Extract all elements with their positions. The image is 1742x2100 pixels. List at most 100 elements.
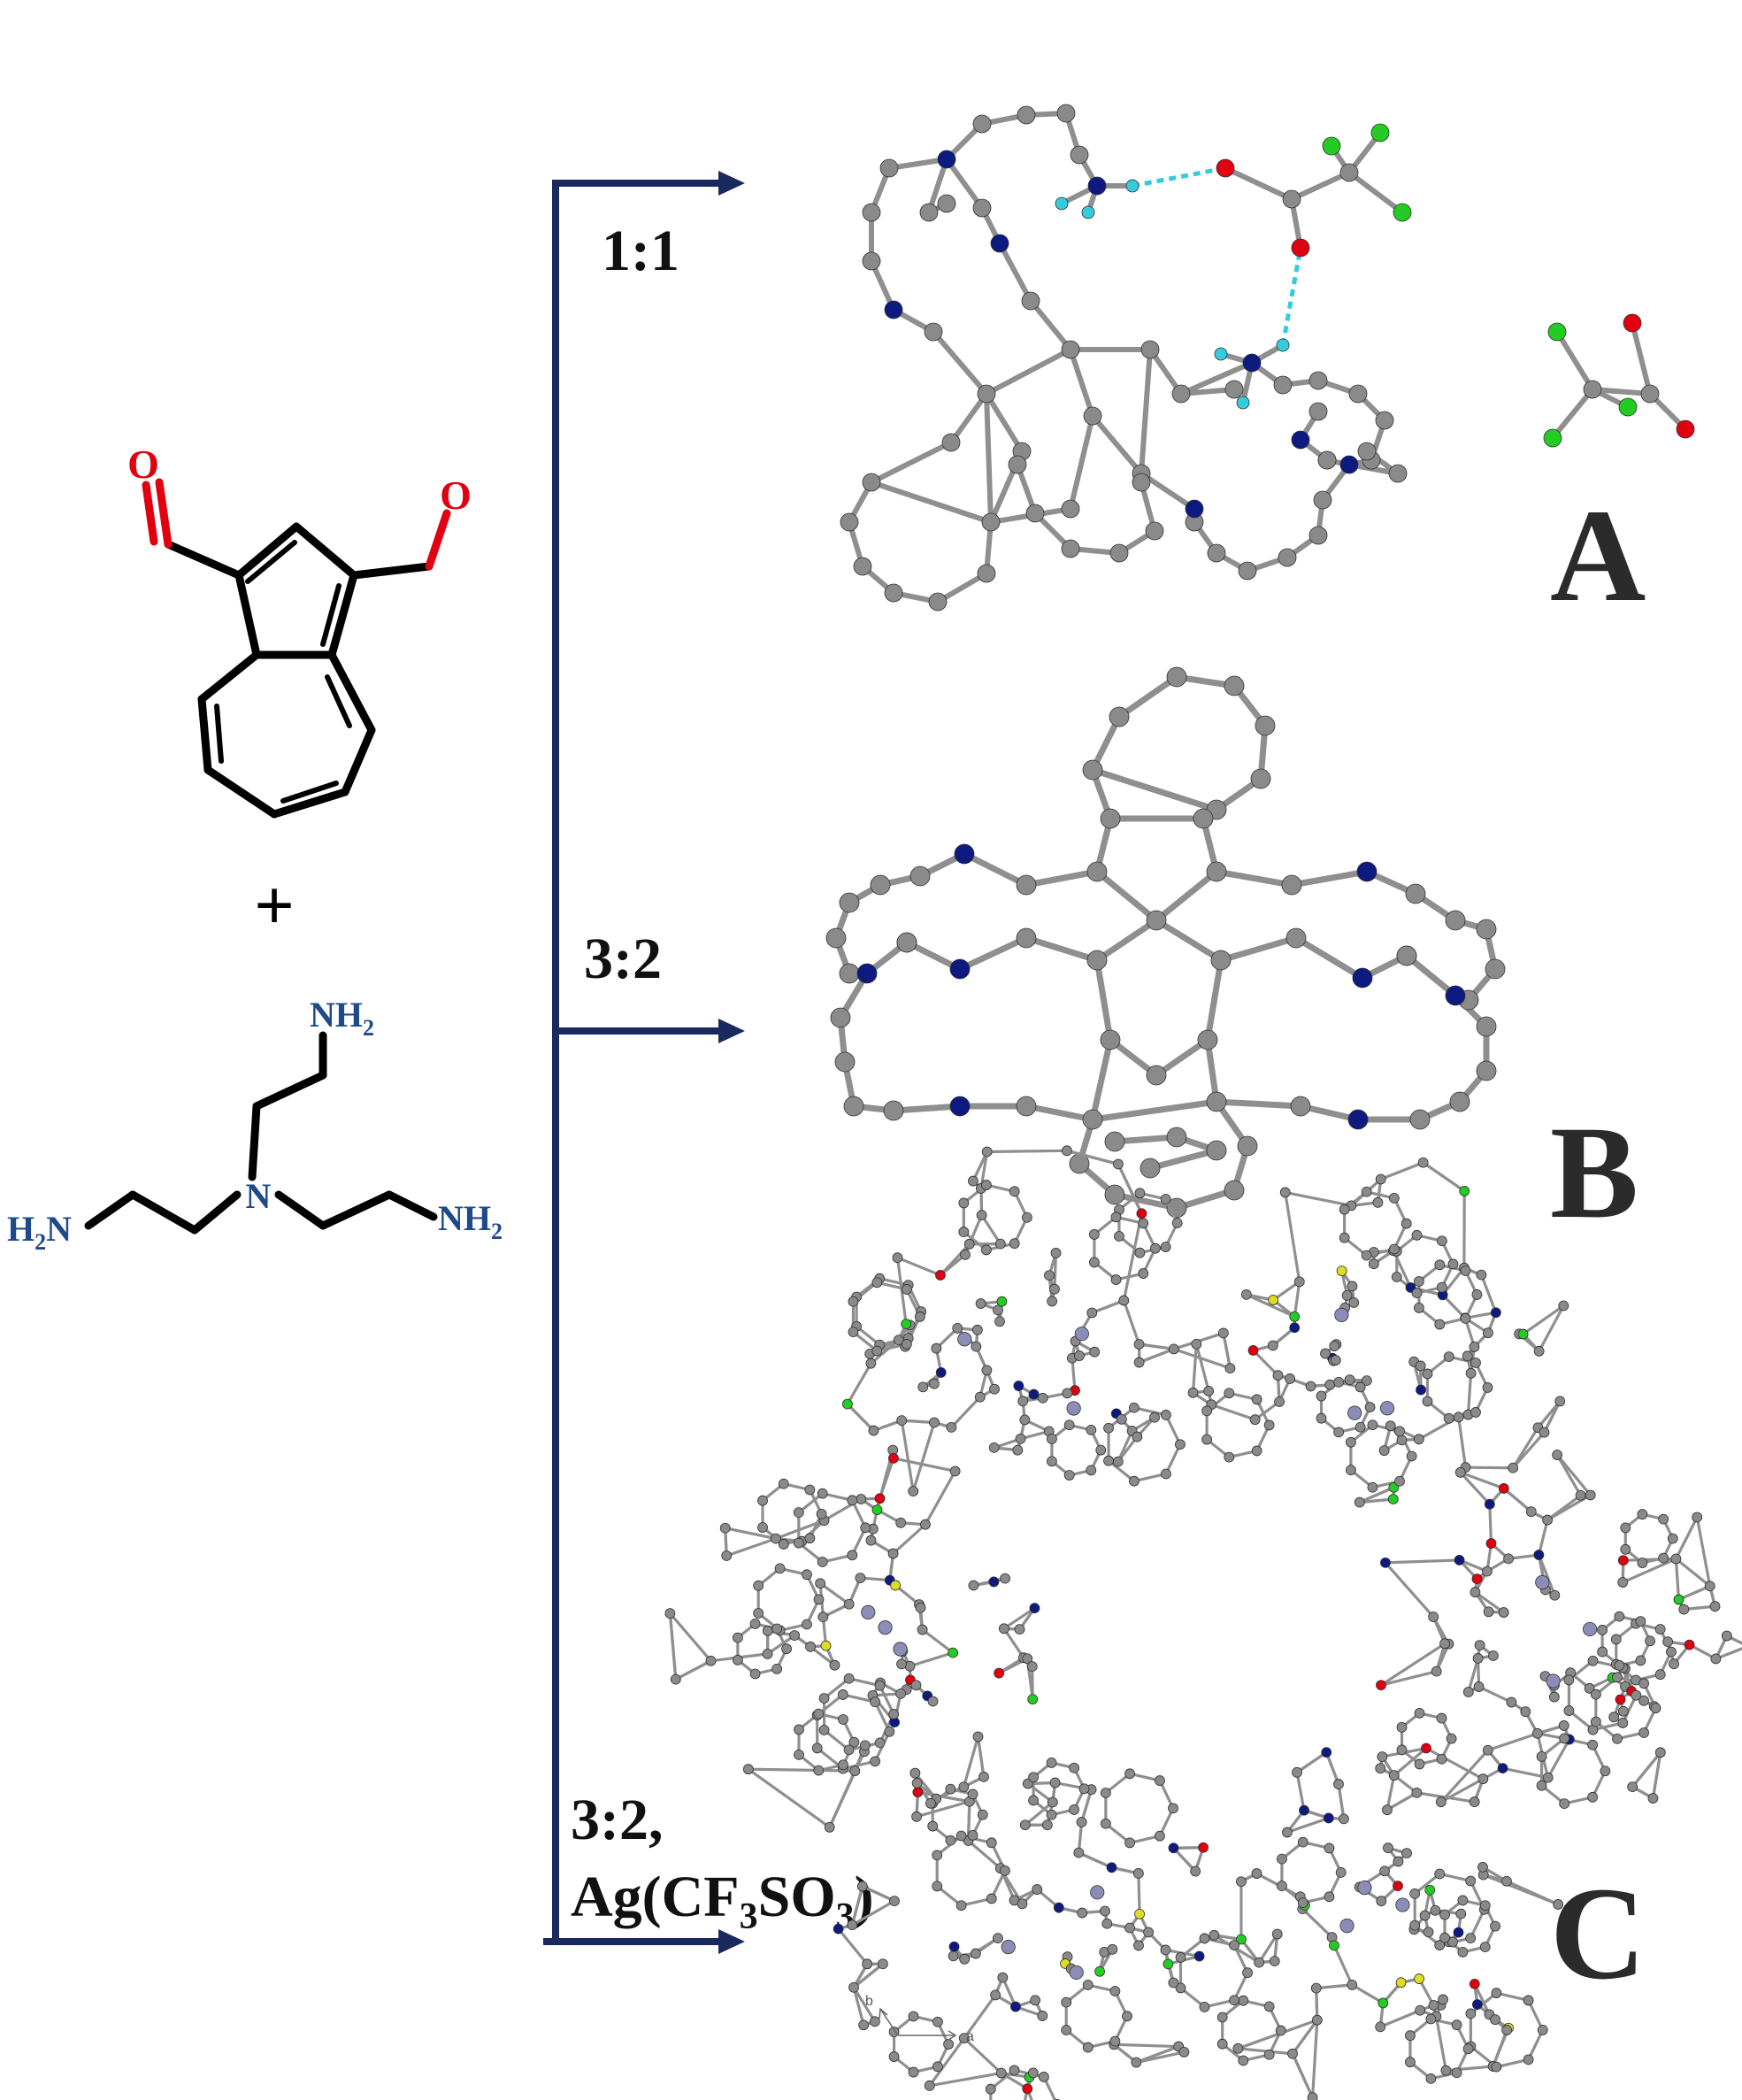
atom-n	[1053, 1902, 1064, 1913]
atom-c	[909, 1767, 921, 1779]
atom-o	[1247, 1345, 1259, 1356]
atom-c	[1617, 1705, 1629, 1717]
amine-central-n: N	[246, 1176, 272, 1216]
atom-c	[1050, 1248, 1062, 1258]
bond	[1288, 868, 1370, 888]
atom-c	[1333, 1779, 1344, 1789]
atom-c	[1019, 1819, 1031, 1831]
bond	[1421, 1161, 1466, 1193]
atom-c	[868, 1425, 879, 1436]
atom-c	[1100, 1029, 1121, 1050]
bond	[1486, 1732, 1539, 1752]
atom-c	[883, 1100, 904, 1121]
atom-c	[1434, 1259, 1446, 1271]
bond	[1546, 1494, 1583, 1522]
atom-c	[998, 1623, 1009, 1635]
atom-o	[1684, 1639, 1695, 1650]
atom-c	[1254, 1957, 1265, 1968]
atom-c	[1282, 189, 1301, 209]
atom-c	[1047, 1456, 1057, 1467]
bond	[931, 329, 989, 396]
atom-c	[1086, 1424, 1097, 1435]
atom-c	[1620, 1543, 1631, 1555]
atom-c	[855, 1573, 866, 1583]
atom-c	[946, 1421, 957, 1433]
atom-c	[1073, 1847, 1085, 1858]
atom-c	[1368, 1258, 1379, 1270]
atom-n	[1013, 1381, 1024, 1391]
atom-c	[793, 1537, 804, 1549]
atom-c	[1645, 1635, 1655, 1647]
bond	[956, 935, 1030, 973]
bond	[1138, 1347, 1176, 1365]
atom-c	[1710, 1653, 1722, 1665]
bond	[1385, 1773, 1396, 1812]
atom-c	[774, 1563, 786, 1574]
atom-c	[1485, 958, 1506, 980]
atom-c	[1009, 1186, 1020, 1197]
atom-c	[1095, 1444, 1107, 1456]
atom-c	[1523, 1995, 1534, 2006]
atom-c	[1168, 1977, 1179, 1988]
bond	[890, 1103, 963, 1114]
atom-c	[1240, 1288, 1252, 1300]
bond	[1403, 952, 1459, 999]
atom-c	[879, 158, 899, 178]
atom-c	[1017, 1396, 1029, 1407]
atom-c	[840, 512, 859, 532]
atom-c	[1082, 1980, 1094, 1990]
atom-c	[1082, 759, 1103, 781]
bond	[984, 347, 1073, 396]
atom-c	[1100, 808, 1121, 829]
atom-f	[1163, 1958, 1174, 1970]
bond	[1172, 1347, 1232, 1370]
atom-ag	[957, 1332, 972, 1347]
atom-c	[811, 1742, 823, 1754]
atom-c	[975, 1298, 986, 1309]
atom-c	[1016, 1096, 1037, 1117]
atom-c	[762, 1648, 773, 1659]
bond	[1153, 917, 1224, 964]
bond	[1204, 1036, 1220, 1105]
atom-c	[1415, 1360, 1426, 1372]
bond	[1293, 1280, 1301, 1319]
atom-c	[1465, 1933, 1477, 1943]
bond	[886, 157, 949, 171]
atom-c	[1583, 380, 1602, 399]
atom-c	[1238, 2055, 1249, 2066]
atom-c	[1388, 1770, 1400, 1781]
atom-c	[874, 1737, 886, 1749]
atom-c	[1453, 1412, 1464, 1423]
atom-c	[1443, 1412, 1454, 1424]
atom-c	[1124, 1837, 1135, 1849]
atom-c	[888, 1709, 900, 1719]
atom-c	[925, 1797, 936, 1809]
atom-s	[820, 1640, 832, 1651]
bond	[1137, 1872, 1141, 1916]
atom-c	[771, 1663, 783, 1674]
bond	[1139, 471, 1197, 512]
atom-c	[1446, 1733, 1457, 1744]
atom-c	[1411, 1787, 1423, 1798]
atom-c	[932, 1881, 943, 1892]
atom-o	[874, 1493, 886, 1504]
bond	[1289, 170, 1352, 202]
atom-c	[1041, 1819, 1053, 1831]
atom-n	[1193, 1950, 1205, 1962]
bond	[1714, 1647, 1742, 1661]
atom-c	[1346, 1465, 1356, 1476]
atom-c	[1425, 2073, 1437, 2084]
atom-c	[1470, 1587, 1481, 1598]
atom-c	[843, 1096, 864, 1117]
atom-c	[1251, 1394, 1262, 1405]
atom-c	[1549, 1589, 1561, 1601]
atom-c	[1617, 1577, 1629, 1588]
atom-c	[1382, 1804, 1393, 1816]
bond	[841, 1693, 877, 1704]
bond	[1116, 673, 1180, 720]
atom-c	[917, 1624, 928, 1635]
atom-c	[1474, 1640, 1485, 1650]
atom-c	[1612, 1733, 1623, 1744]
atom-c	[1455, 1908, 1467, 1919]
atom-c	[1077, 1907, 1088, 1919]
